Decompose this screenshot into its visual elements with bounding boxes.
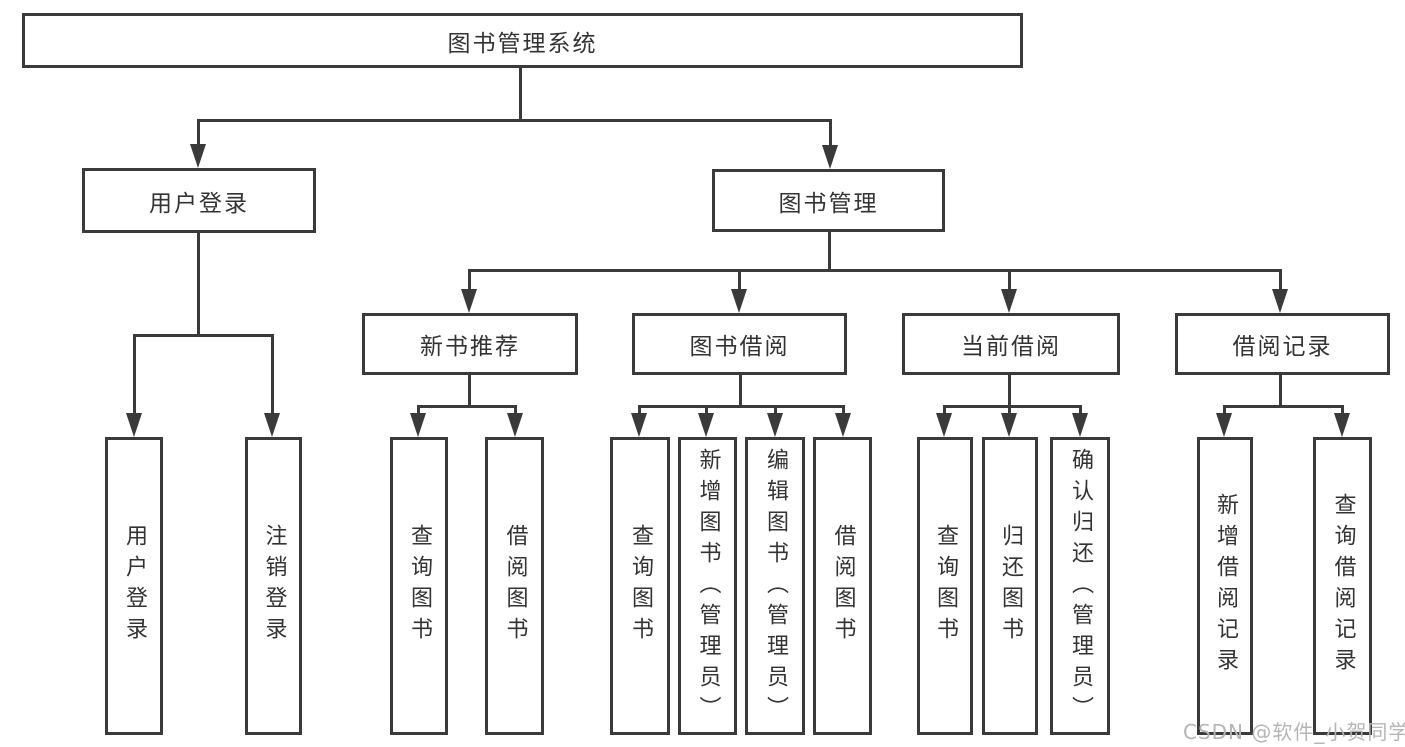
connector-segment: [943, 405, 946, 417]
connector-segment: [638, 405, 845, 408]
arrowhead-icon: [698, 413, 714, 437]
connector-segment: [197, 233, 200, 337]
arrowhead-icon: [1001, 289, 1017, 313]
connector-segment: [943, 405, 1082, 408]
connector-segment: [638, 405, 641, 417]
arrowhead-icon: [731, 289, 747, 313]
connector-segment: [197, 119, 200, 149]
connector-segment: [705, 405, 708, 417]
leaf-borrow-borrow-books: 借阅图书: [813, 437, 872, 735]
leaf-borrow-query-books: 查询图书: [610, 437, 670, 735]
connector-segment: [829, 119, 832, 150]
arrowhead-icon: [461, 289, 477, 313]
connector-segment: [1279, 375, 1282, 408]
arrowhead-icon: [1216, 413, 1232, 437]
node-user-login: 用户登录: [82, 168, 316, 233]
connector-segment: [197, 119, 832, 122]
leaf-records-add-record: 新增借阅记录: [1197, 437, 1253, 735]
leaf-newbook-borrow-books: 借阅图书: [485, 437, 544, 735]
arrowhead-icon: [410, 413, 426, 437]
arrowhead-icon: [1334, 413, 1350, 437]
connector-segment: [417, 405, 420, 417]
arrowhead-icon: [936, 413, 952, 437]
connector-segment: [468, 375, 471, 408]
arrowhead-icon: [767, 413, 783, 437]
connector-segment: [1223, 405, 1226, 417]
node-borrow-records: 借阅记录: [1175, 313, 1390, 375]
watermark-text: CSDN @软件_小贺同学: [1183, 720, 1405, 744]
connector-segment: [842, 405, 845, 417]
arrowhead-icon: [1072, 413, 1088, 437]
connector-segment: [774, 405, 777, 417]
node-library-system: 图书管理系统: [22, 13, 1023, 68]
node-current-borrowing: 当前借阅: [902, 313, 1120, 375]
leaf-borrow-edit-books-admin: 编辑图书（管理员）: [745, 437, 805, 735]
connector-segment: [519, 68, 522, 121]
connector-segment: [133, 334, 274, 337]
leaf-newbook-query-books: 查询图书: [390, 437, 448, 735]
connector-segment: [1008, 375, 1011, 408]
leaf-records-query-record: 查询借阅记录: [1313, 437, 1372, 735]
arrowhead-icon: [1272, 289, 1288, 313]
node-new-book-recommend: 新书推荐: [362, 313, 578, 375]
connector-segment: [468, 269, 471, 293]
connector-segment: [1079, 405, 1082, 417]
node-book-borrowing: 图书借阅: [632, 313, 847, 375]
connector-segment: [133, 334, 136, 415]
connector-segment: [739, 375, 742, 408]
arrowhead-icon: [126, 413, 142, 437]
connector-segment: [1008, 269, 1011, 293]
connector-segment: [738, 269, 741, 293]
arrowhead-icon: [1001, 413, 1017, 437]
leaf-logout-login: 注销登录: [245, 437, 302, 735]
arrowhead-icon: [631, 413, 647, 437]
connector-segment: [1008, 405, 1011, 417]
arrowhead-icon: [507, 413, 523, 437]
node-book-management: 图书管理: [712, 169, 945, 232]
connector-segment: [417, 405, 517, 408]
connector-segment: [468, 269, 1282, 272]
connector-segment: [514, 405, 517, 417]
connector-segment: [271, 334, 274, 415]
arrowhead-icon: [822, 145, 838, 169]
arrowhead-icon: [264, 413, 280, 437]
leaf-current-query-books: 查询图书: [917, 437, 973, 735]
connector-segment: [1223, 405, 1344, 408]
connector-segment: [1341, 405, 1344, 417]
connector-segment: [828, 232, 831, 272]
leaf-user-login: 用户登录: [105, 437, 163, 735]
arrowhead-icon: [835, 413, 851, 437]
connector-segment: [1279, 269, 1282, 293]
arrowhead-icon: [190, 144, 206, 168]
leaf-current-confirm-return-admin: 确认归还（管理员）: [1050, 437, 1110, 735]
leaf-borrow-add-books-admin: 新增图书（管理员）: [678, 437, 737, 735]
leaf-current-return-books: 归还图书: [982, 437, 1038, 735]
